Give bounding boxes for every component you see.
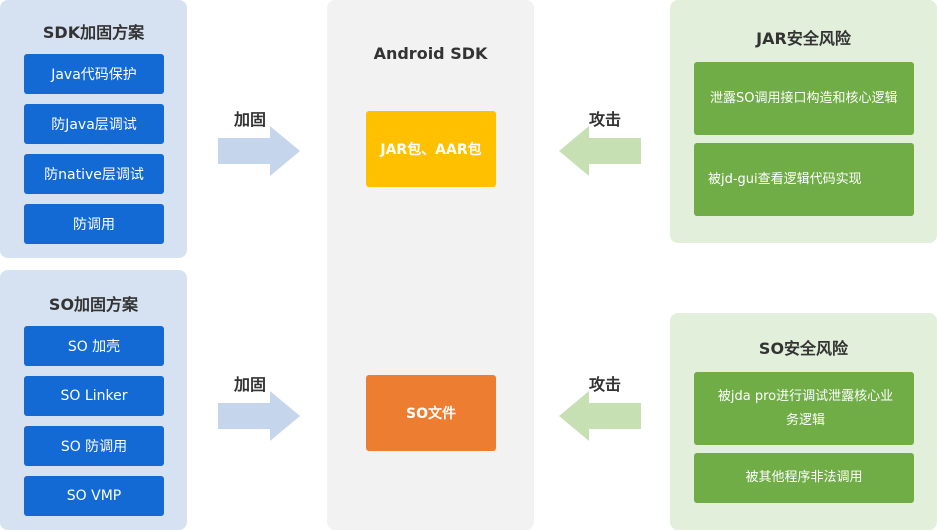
so-risk-item-debug[interactable]: 被jda pro进行调试泄露核心业务逻辑 — [694, 372, 914, 445]
sdk-item-anti-java-debug[interactable]: 防Java层调试 — [24, 104, 164, 144]
so-item-linker[interactable]: SO Linker — [24, 376, 164, 416]
jar-aar-block[interactable]: JAR包、AAR包 — [366, 111, 496, 187]
harden-arrow-top — [218, 126, 300, 176]
so-risk-title: SO安全风险 — [758, 339, 849, 358]
jar-risk-title: JAR安全风险 — [756, 29, 851, 48]
harden-label-bottom: 加固 — [234, 375, 267, 394]
jar-risk-item-leak[interactable]: 泄露SO调用接口构造和核心逻辑 — [694, 62, 914, 135]
harden-arrow-bottom — [218, 391, 300, 441]
jar-risk-panel: JAR安全风险 泄露SO调用接口构造和核心逻辑 被jd-gui查看逻辑代码实现 — [670, 0, 937, 243]
so-hardening-panel: SO加固方案 SO 加壳 SO Linker SO 防调用 SO VMP — [0, 270, 187, 530]
harden-label-top: 加固 — [234, 110, 267, 129]
so-risk-panel: SO安全风险 被jda pro进行调试泄露核心业务逻辑 被其他程序非法调用 — [670, 313, 937, 530]
sdk-hardening-title: SDK加固方案 — [42, 23, 145, 42]
so-item-anti-call[interactable]: SO 防调用 — [24, 426, 164, 466]
attack-arrow-top — [559, 126, 641, 176]
so-item-shell[interactable]: SO 加壳 — [24, 326, 164, 366]
jar-risk-item-jdgui[interactable]: 被jd-gui查看逻辑代码实现 — [694, 143, 914, 216]
sdk-item-anti-native-debug[interactable]: 防native层调试 — [24, 154, 164, 194]
android-sdk-panel: Android SDK JAR包、AAR包 SO文件 — [327, 0, 534, 530]
so-hardening-title: SO加固方案 — [48, 295, 139, 314]
attack-label-top: 攻击 — [589, 110, 622, 129]
attack-label-bottom: 攻击 — [589, 375, 622, 394]
android-sdk-title: Android SDK — [373, 44, 488, 63]
attack-arrow-bottom — [559, 391, 641, 441]
sdk-item-anti-call[interactable]: 防调用 — [24, 204, 164, 244]
sdk-hardening-panel: SDK加固方案 Java代码保护 防Java层调试 防native层调试 防调用 — [0, 0, 187, 258]
so-item-vmp[interactable]: SO VMP — [24, 476, 164, 516]
so-risk-item-illegal-call[interactable]: 被其他程序非法调用 — [694, 453, 914, 503]
so-file-block[interactable]: SO文件 — [366, 375, 496, 451]
sdk-item-java-protect[interactable]: Java代码保护 — [24, 54, 164, 94]
